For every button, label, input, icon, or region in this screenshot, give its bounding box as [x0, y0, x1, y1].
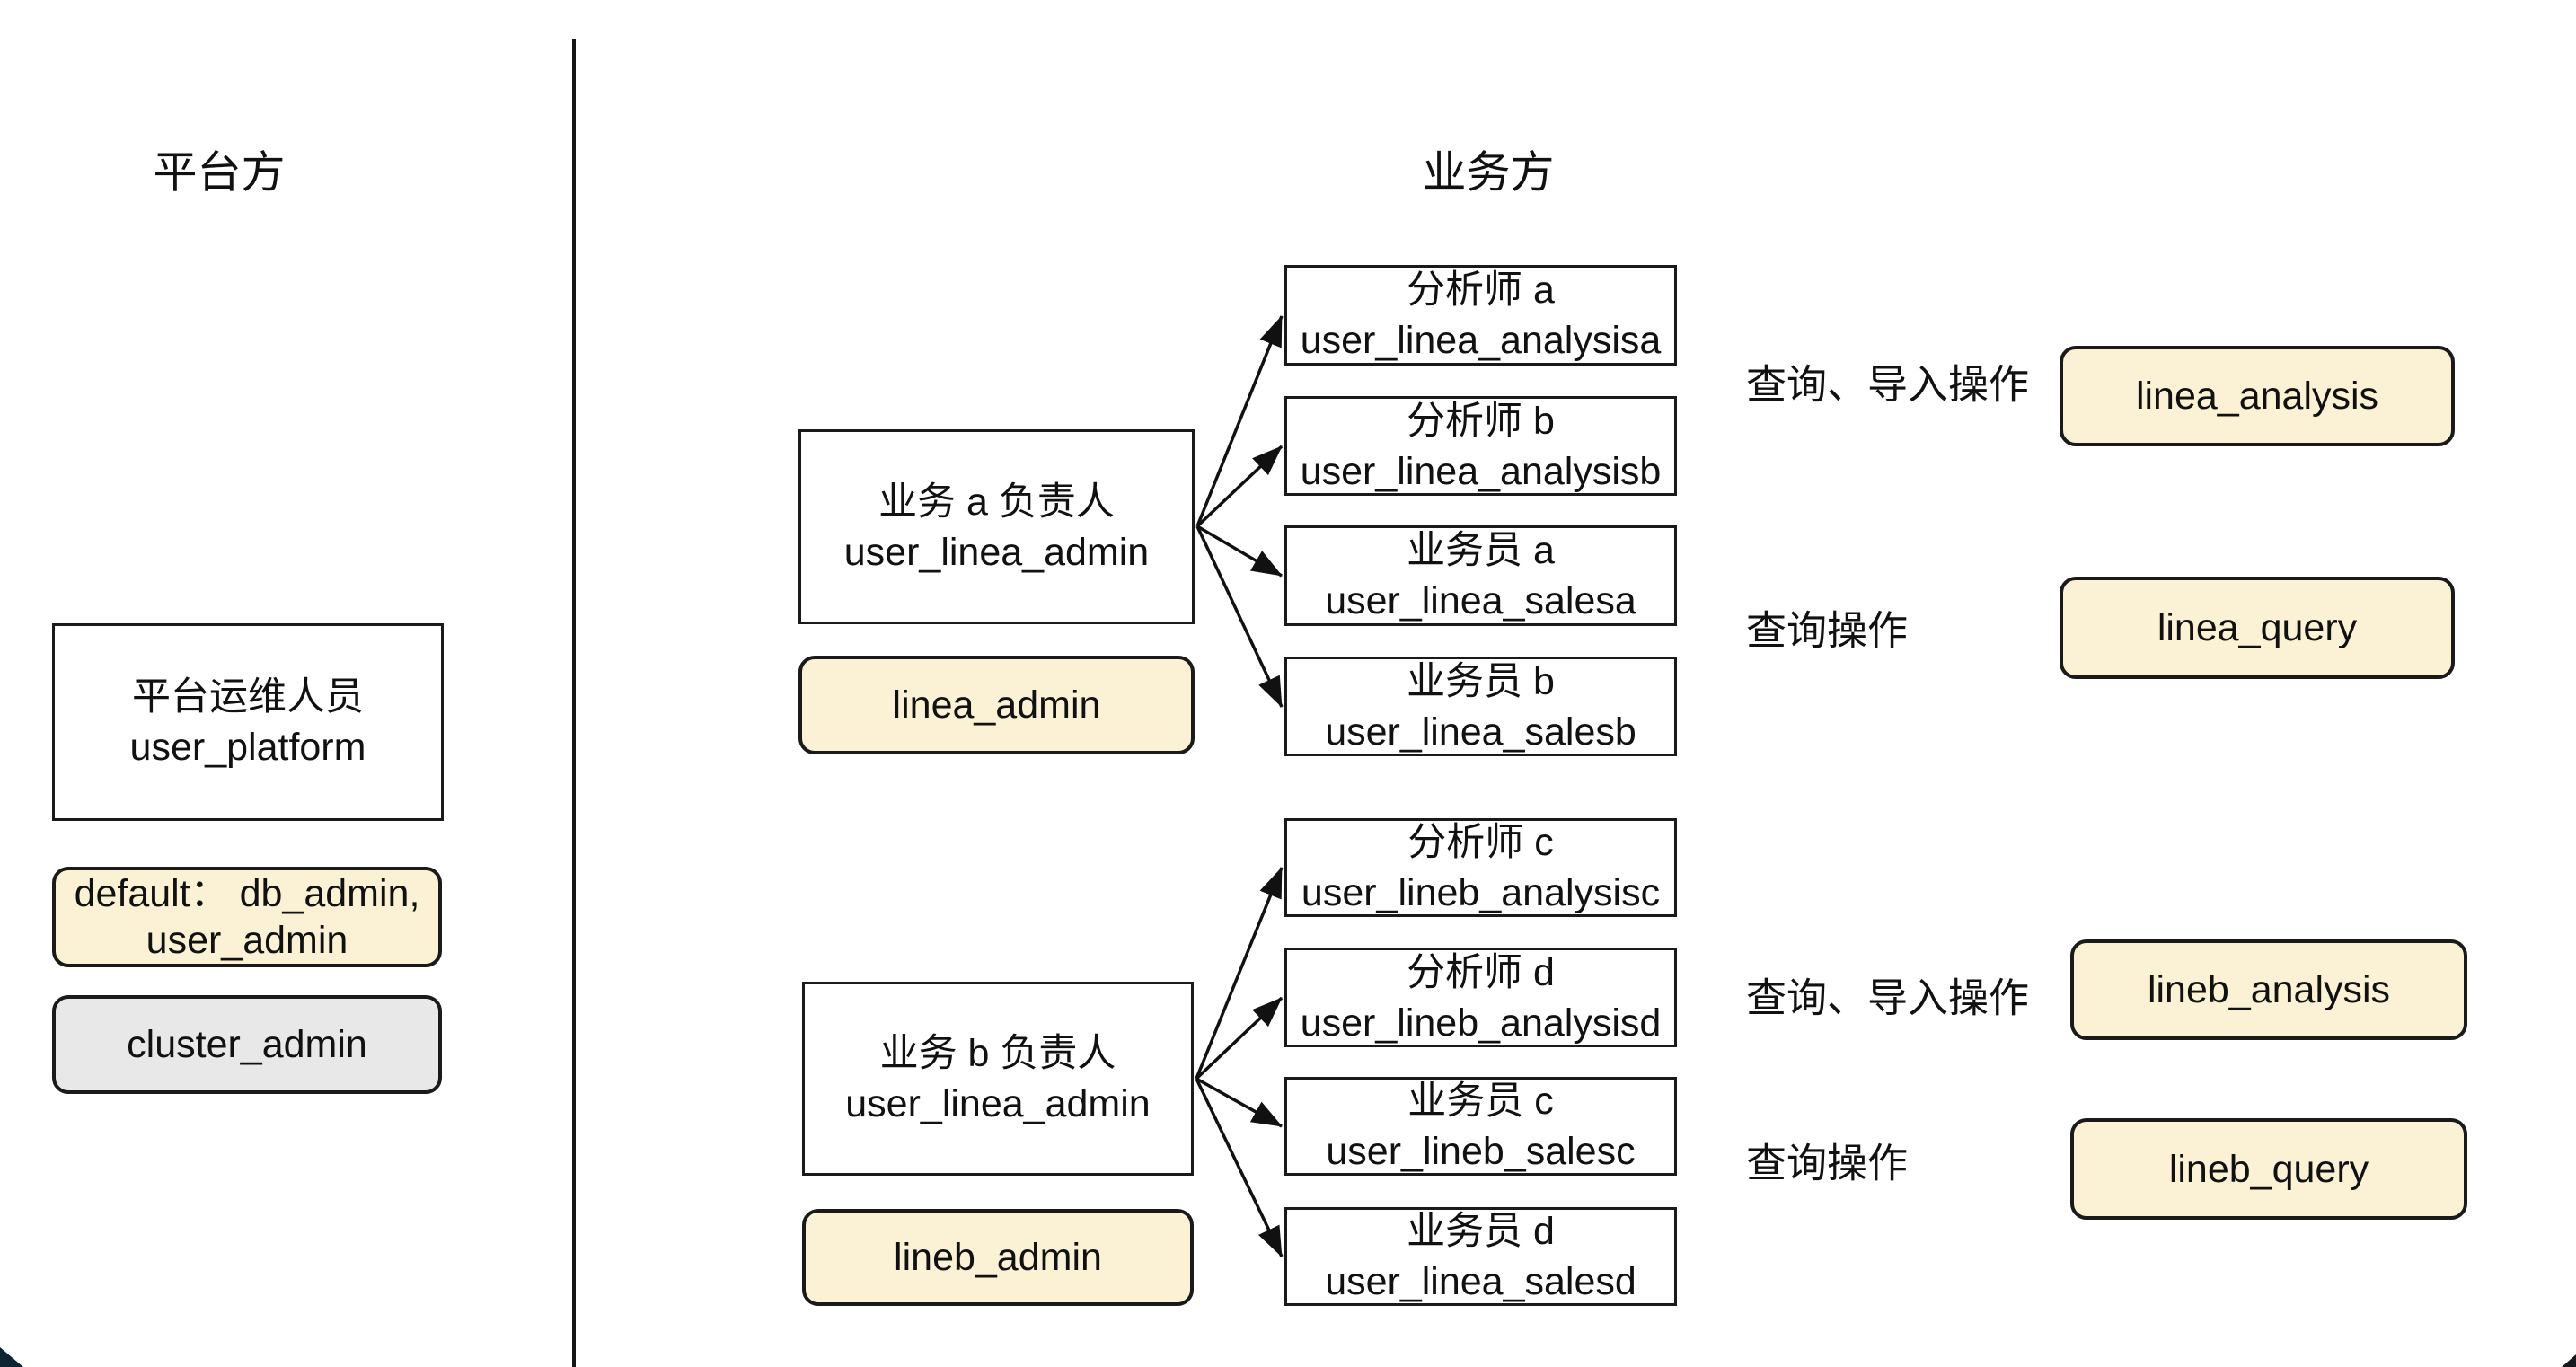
- node-label-en: user_lineb_analysisc: [1301, 871, 1661, 914]
- role-linea-admin: linea_admin: [798, 656, 1195, 754]
- node-label-cn: 分析师 d: [1407, 950, 1555, 994]
- node-owner-b: 业务 b 负责人 user_linea_admin: [802, 982, 1194, 1176]
- role-label: linea_query: [2157, 606, 2358, 649]
- arrow: [1196, 525, 1283, 578]
- node-label-cn: 平台运维人员: [132, 675, 364, 719]
- window-corner-artifact-left: [0, 1347, 23, 1367]
- role-lineb-query: lineb_query: [2070, 1118, 2467, 1220]
- platform-section-title: 平台方: [153, 148, 286, 198]
- node-label-en: user_linea_salesa: [1325, 579, 1636, 622]
- node-label-cn: 分析师 c: [1407, 821, 1554, 864]
- node-sales-c: 业务员 c user_lineb_salesc: [1284, 1077, 1677, 1176]
- role-label: cluster_admin: [127, 1023, 367, 1066]
- node-label-en: user_lineb_salesc: [1326, 1130, 1636, 1173]
- node-label-en: user_linea_salesb: [1325, 710, 1636, 754]
- op-label-query-b: 查询操作: [1746, 1140, 1909, 1186]
- arrow: [1195, 867, 1284, 1080]
- role-label-line1: default： db_admin,: [74, 872, 420, 915]
- role-cluster-admin: cluster_admin: [52, 995, 442, 1094]
- node-user-platform: 平台运维人员 user_platform: [52, 623, 444, 821]
- node-analyst-a: 分析师 a user_linea_analysisa: [1284, 265, 1677, 366]
- node-label-en: user_linea_analysisb: [1300, 449, 1662, 493]
- node-label-cn: 分析师 a: [1407, 269, 1555, 312]
- node-sales-a: 业务员 a user_linea_salesa: [1284, 525, 1677, 626]
- node-analyst-d: 分析师 d user_lineb_analysisd: [1284, 948, 1677, 1047]
- node-label-en: user_linea_analysisa: [1300, 319, 1662, 362]
- node-label-cn: 业务 b 负责人: [879, 1032, 1116, 1075]
- node-label-en: user_platform: [129, 726, 366, 769]
- node-sales-d: 业务员 d user_linea_salesd: [1284, 1207, 1677, 1306]
- role-label: lineb_query: [2168, 1147, 2369, 1191]
- arrow: [1195, 996, 1284, 1080]
- node-sales-b: 业务员 b user_linea_salesb: [1284, 657, 1677, 756]
- window-corner-artifact-right: [2562, 1354, 2576, 1367]
- role-lineb-admin: lineb_admin: [802, 1209, 1194, 1306]
- op-label-query-import-a: 查询、导入操作: [1746, 361, 2030, 408]
- op-label-query-import-b: 查询、导入操作: [1746, 975, 2030, 1021]
- arrow: [1195, 525, 1284, 708]
- role-lineb-analysis: lineb_analysis: [2070, 939, 2467, 1040]
- arrow: [1195, 315, 1284, 527]
- node-label-en: user_linea_admin: [845, 1082, 1151, 1125]
- node-label-cn: 业务员 a: [1407, 529, 1555, 572]
- role-linea-query: linea_query: [2060, 577, 2455, 679]
- node-label-en: user_linea_admin: [843, 530, 1150, 574]
- node-owner-a: 业务 a 负责人 user_linea_admin: [798, 429, 1195, 624]
- role-linea-analysis: linea_analysis: [2060, 346, 2455, 446]
- node-label-en: user_lineb_analysisd: [1300, 1001, 1662, 1045]
- role-label: linea_admin: [892, 684, 1101, 727]
- role-label-line2: user_admin: [146, 919, 348, 962]
- business-section-title: 业务方: [1422, 148, 1555, 198]
- node-analyst-b: 分析师 b user_linea_analysisb: [1284, 396, 1677, 496]
- role-default-admins: default： db_admin, user_admin: [52, 867, 442, 967]
- arrow: [1195, 1077, 1283, 1128]
- node-label-en: user_linea_salesd: [1325, 1260, 1636, 1303]
- node-label-cn: 分析师 b: [1407, 399, 1555, 443]
- role-label: lineb_admin: [894, 1236, 1102, 1279]
- section-divider: [572, 39, 576, 1367]
- role-label: linea_analysis: [2135, 375, 2379, 418]
- node-label-cn: 业务 a 负责人: [878, 480, 1115, 524]
- node-label-cn: 业务员 d: [1407, 1210, 1555, 1253]
- node-analyst-c: 分析师 c user_lineb_analysisc: [1284, 818, 1677, 917]
- node-label-cn: 业务员 b: [1407, 659, 1555, 703]
- node-label-cn: 业务员 c: [1407, 1080, 1554, 1123]
- arrow: [1195, 445, 1284, 528]
- arrow: [1195, 1078, 1284, 1257]
- role-label: lineb_analysis: [2147, 968, 2391, 1011]
- op-label-query-a: 查询操作: [1746, 607, 1909, 654]
